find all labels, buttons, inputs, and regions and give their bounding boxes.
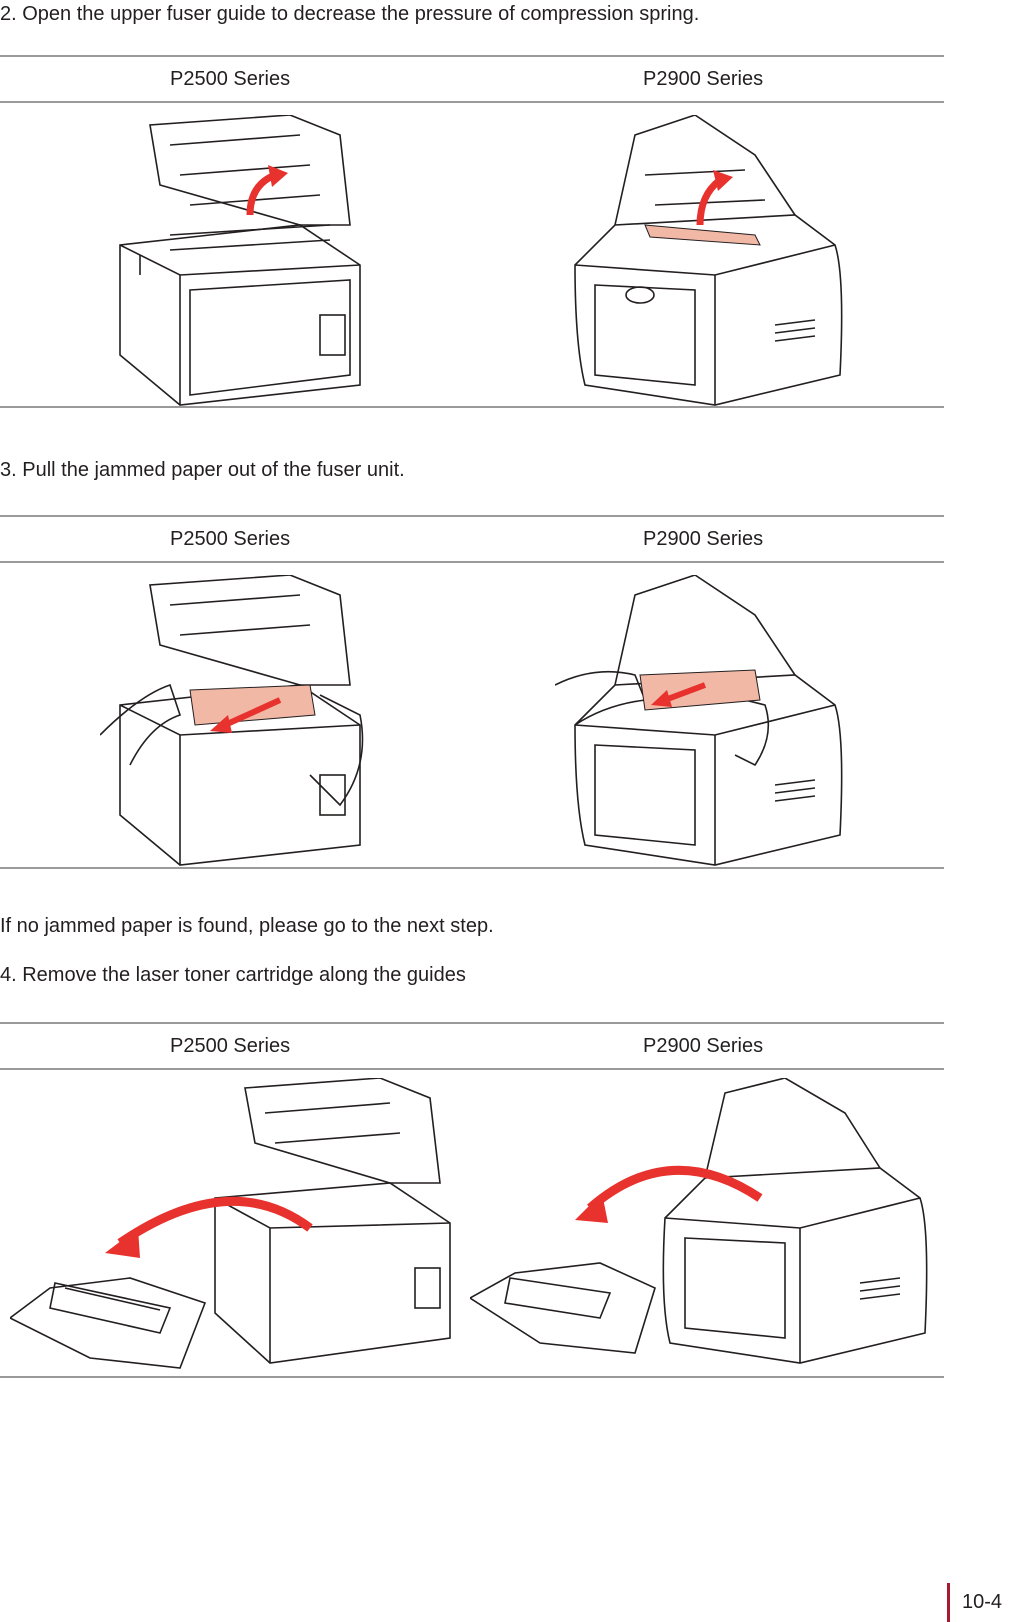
p2500-series-header: P2500 Series <box>170 1035 291 1057</box>
step-4-instruction: 4. Remove the laser toner cartridge alon… <box>0 964 466 986</box>
page-number: 10-4 <box>962 1591 1003 1613</box>
p2500-remove-cartridge-illustration <box>10 1078 460 1378</box>
step-3-instruction: 3. Pull the jammed paper out of the fuse… <box>0 459 405 481</box>
table-bottom-rule <box>0 1376 944 1378</box>
p2900-open-fuser-illustration <box>555 115 855 415</box>
p2500-pull-paper-illustration <box>100 575 370 875</box>
table-header-rule <box>0 101 944 103</box>
p2900-series-header: P2900 Series <box>643 528 764 550</box>
p2900-series-header: P2900 Series <box>643 1035 764 1057</box>
table-header-rule <box>0 561 944 563</box>
table-header-rule <box>0 1068 944 1070</box>
table-bottom-rule <box>0 406 944 408</box>
p2500-series-header: P2500 Series <box>170 528 291 550</box>
table-top-rule <box>0 515 944 517</box>
page-number-marker <box>947 1583 950 1622</box>
no-jam-note: If no jammed paper is found, please go t… <box>0 915 494 937</box>
p2900-pull-paper-illustration <box>555 575 855 875</box>
series-table-3: P2500 Series P2900 Series <box>0 1022 944 1382</box>
series-table-1: P2500 Series P2900 Series <box>0 55 944 423</box>
table-top-rule <box>0 1022 944 1024</box>
table-bottom-rule <box>0 867 944 869</box>
step-2-instruction: 2. Open the upper fuser guide to decreas… <box>0 3 700 25</box>
p2900-remove-cartridge-illustration <box>470 1078 940 1378</box>
p2500-open-fuser-illustration <box>100 115 370 415</box>
p2900-series-header: P2900 Series <box>643 68 764 90</box>
table-top-rule <box>0 55 944 57</box>
series-table-2: P2500 Series P2900 Series <box>0 515 944 885</box>
p2500-series-header: P2500 Series <box>170 68 291 90</box>
